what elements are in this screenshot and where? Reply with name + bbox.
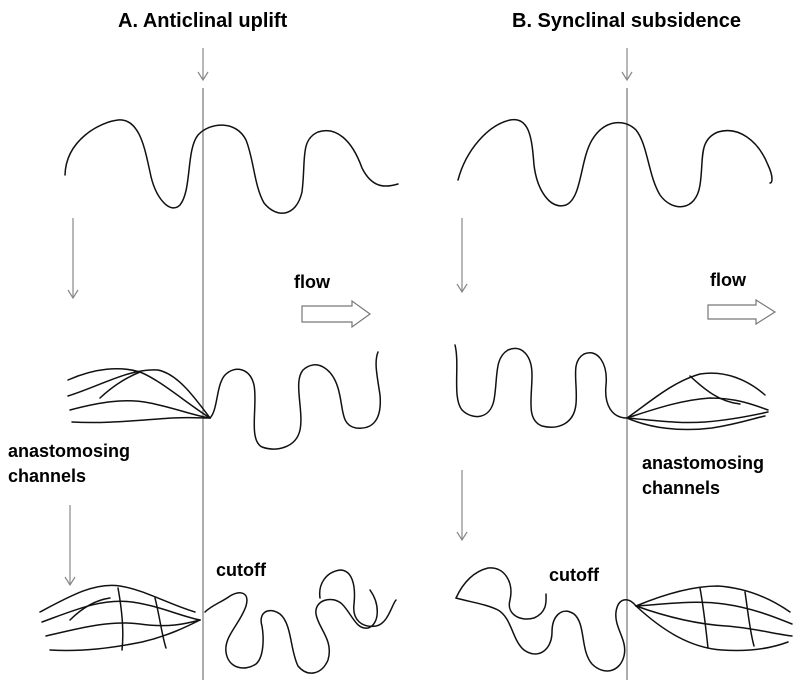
descend-arrow-mid-b bbox=[457, 218, 467, 292]
cutoff-label-b: cutoff bbox=[549, 565, 599, 586]
anastomosing-label-a-line1: anastomosing bbox=[8, 439, 130, 464]
flow-label-b: flow bbox=[710, 270, 746, 291]
descend-arrow-mid-a bbox=[68, 218, 78, 298]
panel-a bbox=[40, 48, 398, 680]
descend-arrow-bottom-b bbox=[457, 470, 467, 540]
descend-arrow-top-b bbox=[622, 48, 632, 80]
anastomosing-channels-b bbox=[627, 373, 768, 429]
anastomosing-label-b-line2: channels bbox=[642, 476, 764, 501]
anastomosing-label-a-line2: channels bbox=[8, 464, 130, 489]
meander-channel-lower-b bbox=[455, 345, 627, 427]
cutoff-meander-a bbox=[205, 590, 377, 673]
anastomosing-cutoff-channels-a bbox=[40, 585, 200, 650]
anastomosing-cutoff-channels-b bbox=[636, 586, 792, 651]
cutoff-meander-b bbox=[456, 598, 636, 671]
flow-arrow-b bbox=[708, 300, 775, 324]
meander-channel-b bbox=[458, 120, 772, 207]
descend-arrow-top-a bbox=[198, 48, 208, 80]
meander-channel-a bbox=[65, 120, 398, 213]
anastomosing-label-b-line1: anastomosing bbox=[642, 451, 764, 476]
meander-channel-lower-a bbox=[210, 352, 380, 449]
panel-a-title: A. Anticlinal uplift bbox=[118, 10, 287, 33]
panel-b bbox=[455, 48, 792, 680]
oxbow-a bbox=[320, 570, 396, 626]
flow-arrow-a bbox=[302, 301, 370, 327]
anastomosing-label-a: anastomosing channels bbox=[8, 439, 130, 489]
anastomosing-channels-a bbox=[68, 369, 210, 423]
anastomosing-label-b: anastomosing channels bbox=[642, 451, 764, 501]
cutoff-label-a: cutoff bbox=[216, 560, 266, 581]
descend-arrow-bottom-a bbox=[65, 505, 75, 585]
panel-b-title: B. Synclinal subsidence bbox=[512, 10, 741, 33]
flow-label-a: flow bbox=[294, 272, 330, 293]
